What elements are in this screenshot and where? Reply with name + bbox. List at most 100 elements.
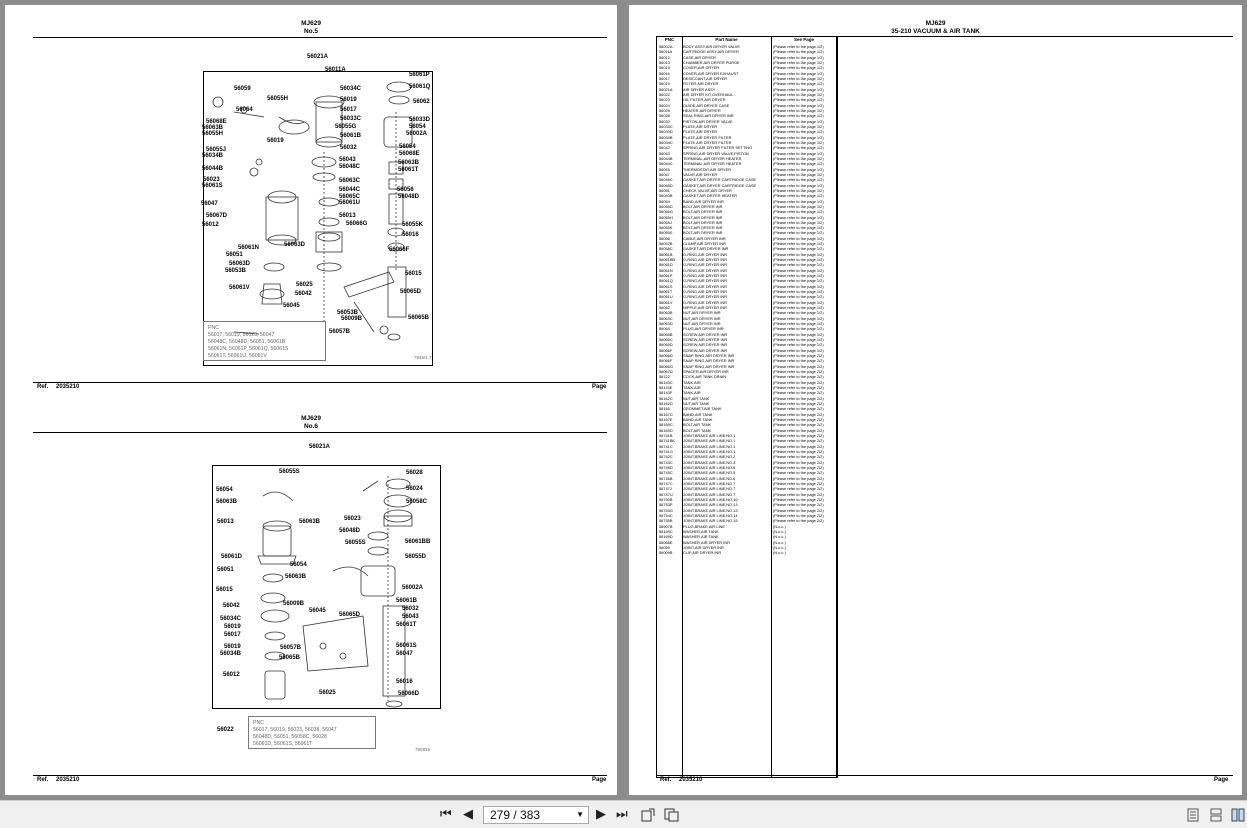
prev-page-icon[interactable]: ◀ [463, 806, 473, 821]
next-page-icon[interactable]: ▶ [596, 806, 606, 821]
row-see-page: (Please refer to the page 1/2) [773, 342, 824, 348]
row-part-name: TANK,AIR [683, 379, 701, 385]
callout-label: 56044B [202, 166, 224, 172]
row-pnc: 56048D [659, 182, 673, 188]
row-pnc: 56122 [659, 374, 670, 380]
row-part-name: CABLE,AIR DRYER INR [683, 235, 726, 241]
callout-label: 56043 [339, 157, 356, 163]
row-part-name: COCK,AIR TANK DRAIN [683, 374, 727, 380]
callout-label: 56051 [226, 252, 243, 258]
row-see-page: (Please refer to the page 1/2) [773, 310, 824, 316]
page-number-select[interactable]: 279 / 383 ▼ [483, 806, 589, 824]
callout-label: 56063B [299, 519, 321, 525]
last-page-icon[interactable]: ⏭ [616, 806, 628, 821]
row-see-page: (Please refer to the page 2/2) [773, 486, 824, 492]
rotate-page-icon[interactable] [641, 808, 656, 822]
diagram2-title: No.6 [303, 423, 319, 430]
divider [33, 775, 607, 776]
row-pnc: 56741G [659, 448, 673, 454]
single-page-view-icon[interactable] [1187, 808, 1199, 822]
row-see-page: (Please refer to the page 1/2) [773, 315, 824, 321]
row-pnc: 56755B [659, 518, 673, 524]
copy-page-icon[interactable] [664, 808, 679, 822]
callout-label: 56019 [224, 644, 241, 650]
row-part-name: JOINT,BRAKE AIR LINE,NO.10 [683, 496, 738, 502]
row-pnc: 56741BK [659, 438, 676, 444]
row-part-name: THERMOSTAT,AIR DRYER [683, 166, 731, 172]
row-pnc: 56002A [659, 44, 673, 49]
callout-label: 56011A [325, 67, 346, 73]
row-part-name: CLAMP,AIR DRYER INR [683, 241, 726, 247]
row-pnc: 56754C [659, 512, 673, 518]
callout-label: 56065D [339, 612, 361, 618]
row-see-page: (Please refer to the page 2/2) [773, 427, 824, 433]
row-see-page: (Please refer to the page 1/2) [773, 262, 824, 268]
callout-label: 56054 [409, 124, 426, 130]
row-see-page: (Please refer to the page 1/2) [773, 44, 824, 49]
row-see-page: (Please refer to the page 1/2) [773, 203, 824, 209]
row-see-page: (Please refer to the page 1/2) [773, 299, 824, 305]
row-see-page: (Please refer to the page 1/2) [773, 107, 824, 113]
row-pnc: 56043 [659, 150, 670, 156]
callout-label: 56015 [405, 271, 422, 277]
callout-label: 56033C [340, 116, 362, 122]
row-see-page: (Please refer to the page 1/2) [773, 214, 824, 220]
header-part-name: Part Name [715, 37, 738, 42]
row-part-name: VALVE,AIR DRYER [683, 171, 718, 177]
callout-label: 56045 [283, 303, 300, 309]
row-pnc: 56907B [659, 523, 673, 529]
continuous-view-icon[interactable] [1210, 808, 1222, 822]
row-pnc: 56055S [659, 230, 673, 236]
chevron-down-icon: ▼ [576, 810, 584, 819]
row-pnc: 56753G [659, 507, 673, 513]
row-see-page: (Please refer to the page 1/2) [773, 294, 824, 300]
callout-label: 56047 [201, 201, 218, 207]
row-see-page: (Please refer to the page 2/2) [773, 507, 824, 513]
diagram2-illustration [257, 476, 413, 708]
callout-label: 56061N [238, 245, 260, 251]
row-pnc: 56033D [659, 129, 673, 135]
callout-label: 56061V [229, 285, 250, 291]
row-pnc: 56057B [659, 241, 673, 247]
row-see-page: (Please refer to the page 1/2) [773, 139, 824, 145]
first-page-icon[interactable]: ⏮ [440, 806, 452, 821]
ref-label: Ref. [37, 384, 49, 390]
callout-label: 56048D [339, 528, 361, 534]
callout-label: 56065D [400, 289, 422, 295]
callout-label: 56051 [217, 567, 234, 573]
row-pnc: 56068E [659, 539, 673, 545]
row-part-name: JOINT,BRAKE AIR LINE,NO.13 [683, 502, 738, 508]
callout-label: 56061T [398, 167, 419, 173]
row-part-name: TERMINAL,AIR DRYER HEATER [683, 161, 742, 167]
callout-label: 56023 [344, 516, 361, 522]
document-viewer: MJ629 No.5 [5, 5, 1242, 795]
row-see-page: (Please refer to the page 2/2) [773, 353, 824, 359]
row-see-page: (Please refer to the page 2/2) [773, 416, 824, 422]
callout-label: 56016 [396, 679, 413, 685]
callout-label: 56053B [225, 268, 247, 274]
callout-label: 56063B [398, 160, 420, 166]
row-part-name: COVER,AIR DRYER EXHAUST [683, 70, 739, 76]
row-part-name: CARTRIDGE ASSY,AIR DRYER [683, 49, 739, 55]
divider [656, 36, 1233, 37]
callout-label: 56056 [397, 187, 414, 193]
page-label: Page [592, 384, 607, 390]
callout-label: 56047 [396, 651, 413, 657]
row-see-page: (Please refer to the page 1/2) [773, 241, 824, 247]
row-part-name: NUT,AIR DRYER INR [683, 315, 721, 321]
divider [33, 432, 607, 433]
row-see-page: (Please refer to the page 2/2) [773, 432, 824, 438]
row-part-name: NUT,AIR DRYER INR [683, 321, 721, 327]
two-page-view-icon[interactable] [1231, 808, 1245, 822]
